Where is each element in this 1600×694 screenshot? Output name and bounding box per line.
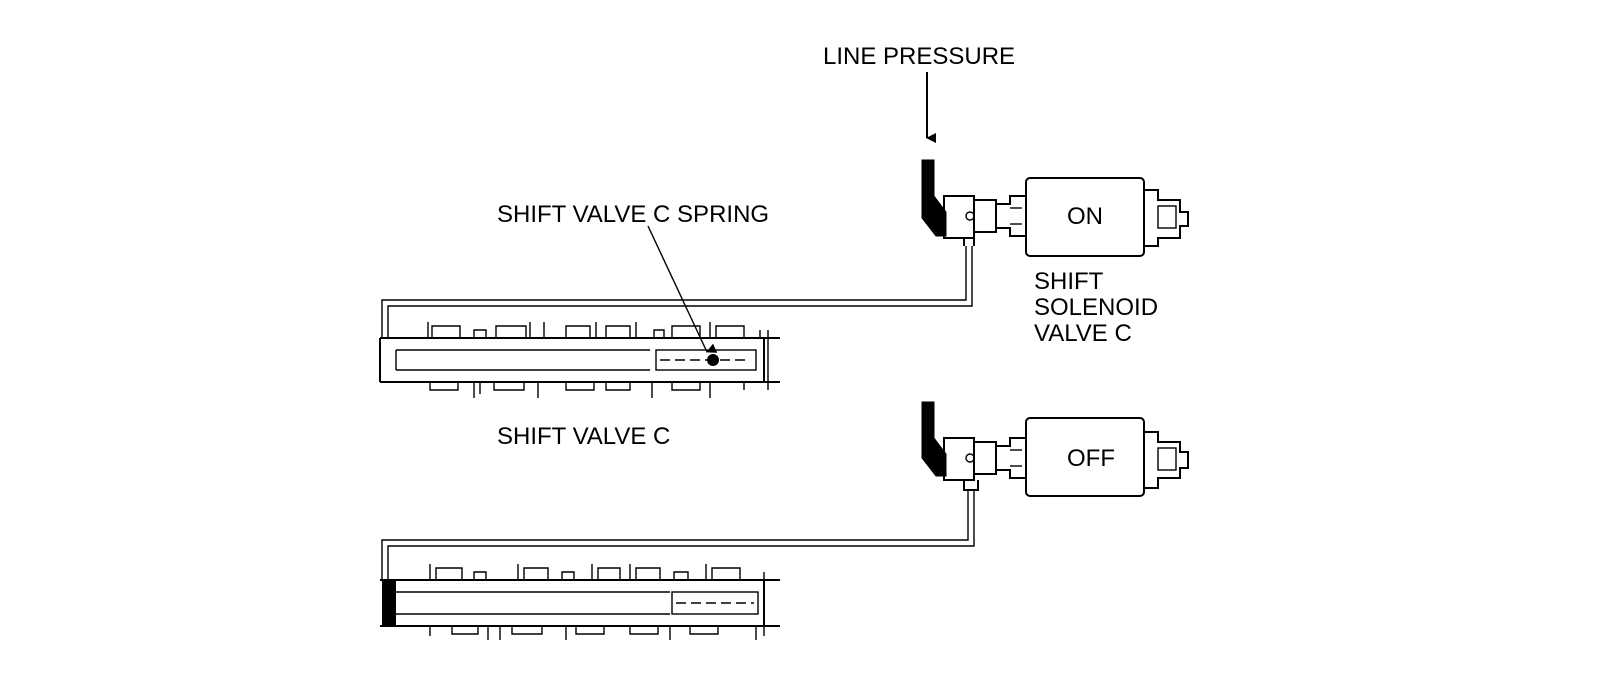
solenoid-state-off: OFF (1067, 445, 1115, 472)
solenoid-label-line3: VALVE C (1034, 320, 1132, 347)
shift-valve-c-bottom (380, 564, 780, 640)
shift-valve-c-spring-label: SHIFT VALVE C SPRING (497, 201, 769, 228)
line-pressure-feed-bottom (921, 401, 947, 477)
shift-valve-c-label: SHIFT VALVE C (497, 423, 670, 450)
line-pressure-feed-top (921, 159, 947, 237)
solenoid-label-line2: SOLENOID (1034, 294, 1158, 321)
shift-valve-c-spring-marker (707, 354, 719, 366)
spring-leader-line (647, 225, 718, 353)
shift-valve-c-top (379, 322, 780, 398)
top-assembly (379, 72, 1189, 398)
solenoid-state-on: ON (1067, 203, 1103, 230)
solenoid-body-bottom (1025, 417, 1145, 497)
spring-chamber-bottom (671, 591, 759, 615)
shift-solenoid-valve-top (943, 177, 1189, 257)
hydraulic-passage-top (381, 246, 967, 338)
solenoid-body-top (1025, 177, 1145, 257)
solenoid-label-line1: SHIFT (1034, 268, 1104, 295)
bottom-assembly (380, 401, 1189, 640)
hydraulic-passage-top-inner (387, 246, 973, 338)
shift-solenoid-valve-bottom (943, 417, 1189, 497)
hydraulic-passage-bottom (381, 490, 969, 580)
hydraulic-passage-bottom-inner (387, 490, 975, 580)
shift-valve-c-end-plug (382, 580, 396, 626)
line-pressure-label: LINE PRESSURE (823, 43, 1015, 70)
